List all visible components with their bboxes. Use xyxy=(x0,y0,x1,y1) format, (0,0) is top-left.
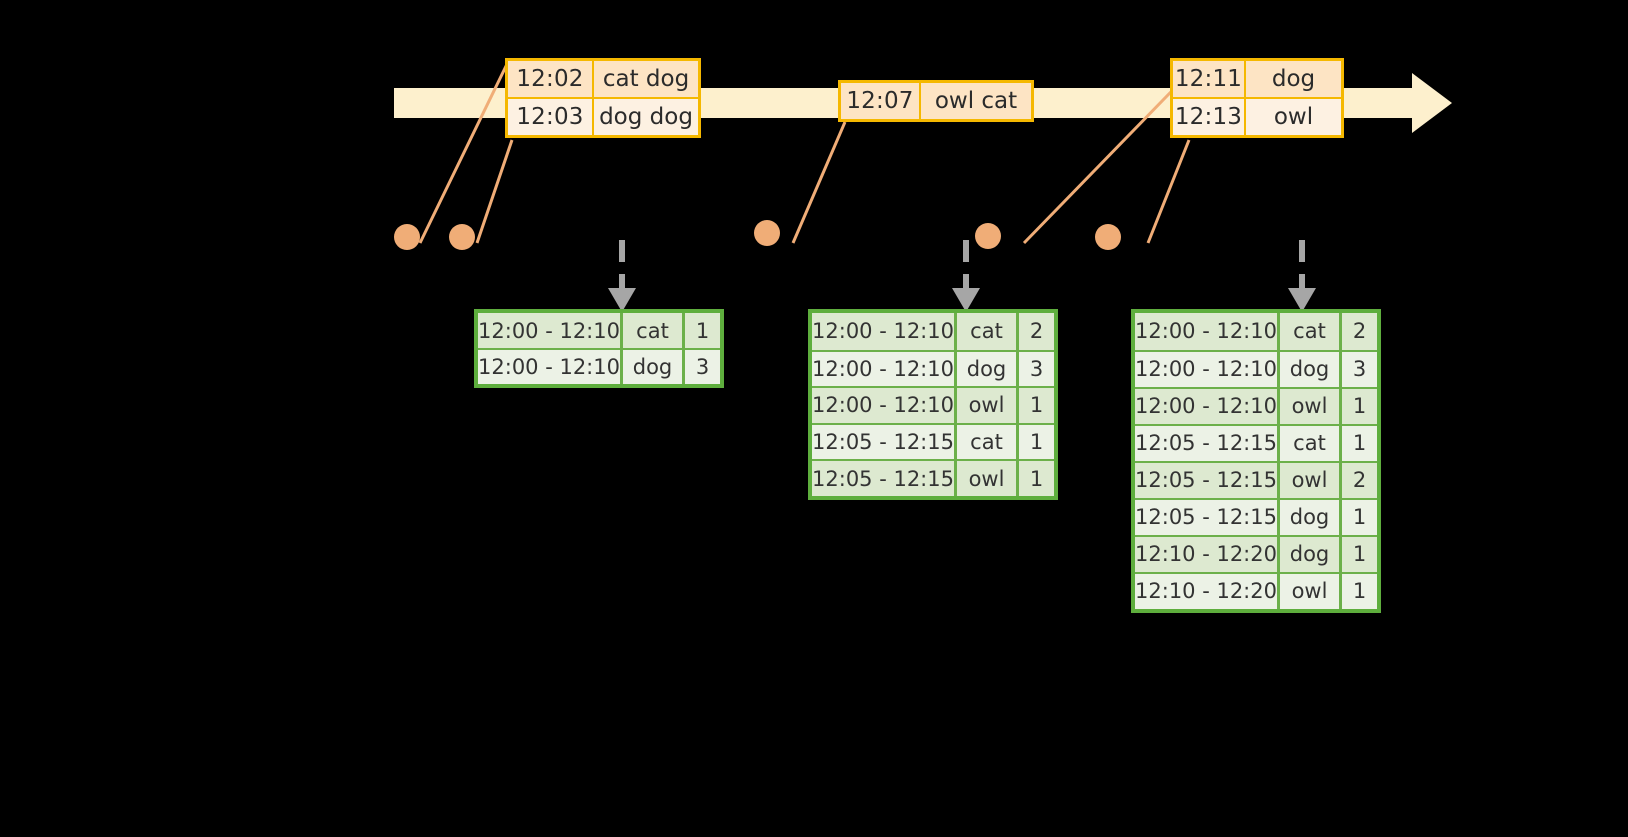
cell-word: cat xyxy=(957,313,1019,350)
table-row: 12:00 - 12:10 owl 1 xyxy=(812,386,1054,423)
event-box-3[interactable]: 12:11 dog 12:13 owl xyxy=(1170,58,1344,138)
table-row: 12:00 - 12:10 cat 2 xyxy=(1135,313,1377,350)
dashed-arrow-3 xyxy=(1288,240,1316,312)
cell-count: 1 xyxy=(1352,431,1367,456)
cell-count: 3 xyxy=(695,355,710,380)
cell-window: 12:00 - 12:10 xyxy=(1135,313,1280,350)
table-row: 12:00 - 12:10 owl 1 xyxy=(1135,386,1377,424)
cell-window: 12:10 - 12:20 xyxy=(1135,573,1280,609)
cell-count: 2 xyxy=(1352,468,1367,493)
cell-word: owl xyxy=(1280,573,1342,609)
cell-word: dog xyxy=(623,350,685,384)
connector-line-2 xyxy=(475,139,514,244)
cell-word: cat xyxy=(623,313,685,349)
cell-word: dog xyxy=(1280,351,1342,387)
cell-count: 3 xyxy=(1029,356,1044,381)
event-row: 12:02 cat dog xyxy=(508,61,698,97)
connector-line-3 xyxy=(791,121,847,244)
event-dot-4 xyxy=(975,223,1001,249)
cell-count: 3 xyxy=(1352,357,1367,382)
cell-window: 12:05 - 12:15 xyxy=(1135,499,1280,535)
cell-word: dog xyxy=(1280,536,1342,572)
cell-count: 1 xyxy=(1352,542,1367,567)
cell-count: 1 xyxy=(1029,393,1044,418)
cell-window: 12:00 - 12:10 xyxy=(1135,388,1280,424)
event-time: 12:07 xyxy=(841,83,921,119)
event-dot-1 xyxy=(394,224,420,250)
table-row: 12:10 - 12:20 dog 1 xyxy=(1135,534,1377,572)
cell-count: 1 xyxy=(1352,579,1367,604)
table-row: 12:00 - 12:10 dog 3 xyxy=(478,348,720,384)
cell-count: 2 xyxy=(1029,319,1044,344)
cell-window: 12:00 - 12:10 xyxy=(812,351,957,387)
result-table-3[interactable]: 12:00 - 12:10 cat 2 12:00 - 12:10 dog 3 … xyxy=(1131,309,1381,613)
cell-count: 1 xyxy=(1029,430,1044,455)
cell-window: 12:00 - 12:10 xyxy=(478,350,623,384)
cell-window: 12:05 - 12:15 xyxy=(1135,462,1280,498)
event-box-1[interactable]: 12:02 cat dog 12:03 dog dog xyxy=(505,58,701,138)
cell-window: 12:00 - 12:10 xyxy=(812,388,957,423)
cell-word: owl xyxy=(957,461,1019,496)
event-words: owl cat xyxy=(934,88,1018,114)
table-row: 12:05 - 12:15 owl 2 xyxy=(1135,460,1377,498)
table-row: 12:10 - 12:20 owl 1 xyxy=(1135,571,1377,609)
event-words: cat dog xyxy=(602,66,690,92)
table-row: 12:05 - 12:15 dog 1 xyxy=(1135,497,1377,535)
event-row: 12:11 dog xyxy=(1173,61,1341,97)
result-table-1[interactable]: 12:00 - 12:10 cat 1 12:00 - 12:10 dog 3 xyxy=(474,309,724,388)
cell-word: cat xyxy=(1280,425,1342,461)
cell-word: owl xyxy=(1280,462,1342,498)
table-row: 12:05 - 12:15 cat 1 xyxy=(812,422,1054,460)
event-time: 12:02 xyxy=(508,61,594,97)
cell-window: 12:10 - 12:20 xyxy=(1135,536,1280,572)
event-row: 12:07 owl cat xyxy=(841,83,1031,119)
connector-line-5 xyxy=(1146,139,1191,244)
cell-count: 2 xyxy=(1352,319,1367,344)
table-row: 12:05 - 12:15 owl 1 xyxy=(812,459,1054,496)
event-row: 12:03 dog dog xyxy=(508,97,698,135)
cell-word: cat xyxy=(1280,313,1342,350)
cell-window: 12:00 - 12:10 xyxy=(812,313,957,350)
table-row: 12:00 - 12:10 dog 3 xyxy=(812,349,1054,387)
event-time: 12:03 xyxy=(508,99,594,135)
event-dot-2 xyxy=(449,224,475,250)
event-time: 12:13 xyxy=(1173,99,1246,135)
cell-count: 1 xyxy=(1029,466,1044,491)
event-dot-5 xyxy=(1095,224,1121,250)
event-time: 12:11 xyxy=(1173,61,1246,97)
dashed-arrow-1 xyxy=(608,240,636,312)
cell-window: 12:00 - 12:10 xyxy=(478,313,623,349)
table-row: 12:00 - 12:10 cat 2 xyxy=(812,313,1054,350)
cell-window: 12:05 - 12:15 xyxy=(812,424,957,460)
cell-word: owl xyxy=(1280,388,1342,424)
cell-word: owl xyxy=(957,388,1019,423)
table-row: 12:00 - 12:10 dog 3 xyxy=(1135,349,1377,387)
dashed-arrow-2 xyxy=(952,240,980,312)
event-dot-3 xyxy=(754,220,780,246)
event-row: 12:13 owl xyxy=(1173,97,1341,135)
cell-count: 1 xyxy=(695,318,710,343)
event-words: dog dog xyxy=(599,104,693,130)
table-row: 12:00 - 12:10 cat 1 xyxy=(478,313,720,349)
cell-window: 12:05 - 12:15 xyxy=(1135,425,1280,461)
cell-count: 1 xyxy=(1352,394,1367,419)
cell-word: dog xyxy=(957,351,1019,387)
event-box-2[interactable]: 12:07 owl cat xyxy=(838,80,1034,122)
event-words: owl xyxy=(1273,104,1314,130)
cell-count: 1 xyxy=(1352,505,1367,530)
table-row: 12:05 - 12:15 cat 1 xyxy=(1135,423,1377,461)
cell-window: 12:05 - 12:15 xyxy=(812,461,957,496)
result-table-2[interactable]: 12:00 - 12:10 cat 2 12:00 - 12:10 dog 3 … xyxy=(808,309,1058,500)
cell-word: cat xyxy=(957,424,1019,460)
event-words: dog xyxy=(1271,66,1316,92)
cell-window: 12:00 - 12:10 xyxy=(1135,351,1280,387)
cell-word: dog xyxy=(1280,499,1342,535)
